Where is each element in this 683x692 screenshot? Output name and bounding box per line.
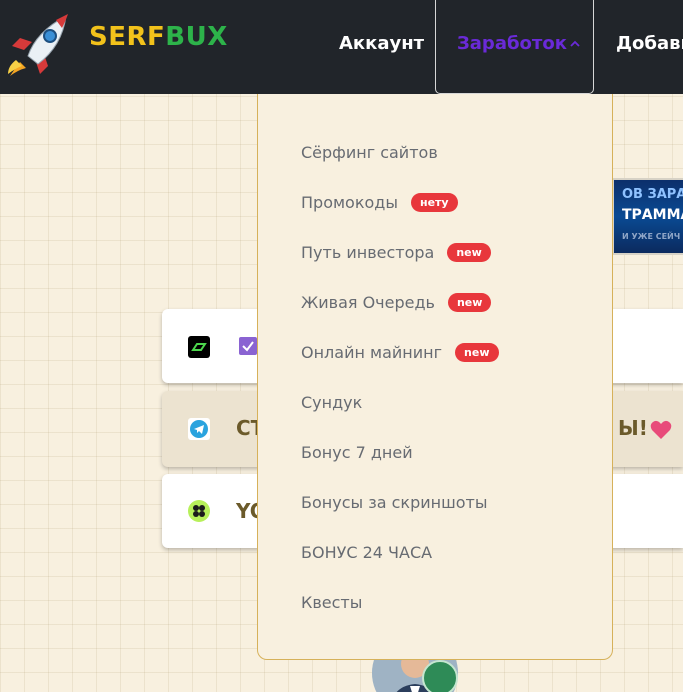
banner-line-3: И УЖЕ СЕЙЧ — [622, 232, 681, 241]
menu-item-investor-path[interactable]: Путь инвестора new — [301, 240, 491, 264]
menu-item-label: Промокоды — [301, 192, 398, 212]
menu-item-label: Живая Очередь — [301, 292, 435, 312]
menu-item-bonus-7-days[interactable]: Бонус 7 дней — [301, 440, 413, 464]
promo-banner[interactable]: ОВ ЗАРАБ ТРАММА И УЖЕ СЕЙЧ — [612, 178, 683, 255]
brand-part-bux: BUX — [165, 22, 228, 52]
nav-earn-label: Заработок — [457, 33, 567, 54]
status-badge: new — [447, 242, 491, 262]
status-badge: нету — [410, 192, 458, 212]
checkbox-icon — [239, 337, 257, 355]
nav-earn-active-frame — [435, 0, 594, 94]
menu-item-label: Сёрфинг сайтов — [301, 142, 438, 162]
clover-icon — [188, 500, 210, 522]
top-navbar: SERFBUX Аккаунт Заработок Добави — [0, 0, 683, 94]
menu-item-surfing[interactable]: Сёрфинг сайтов — [301, 140, 438, 164]
card-2-text-right-label: Ы! — [618, 416, 648, 440]
status-badge: new — [447, 292, 492, 312]
banner-line-1: ОВ ЗАРАБ — [622, 187, 683, 202]
menu-item-chest[interactable]: Сундук — [301, 390, 362, 414]
menu-item-screenshot-bonuses[interactable]: Бонусы за скриншоты — [301, 490, 487, 514]
status-badge: new — [455, 342, 499, 362]
menu-item-live-queue[interactable]: Живая Очередь new — [301, 290, 492, 314]
menu-item-online-mining[interactable]: Онлайн майнинг new — [301, 340, 499, 364]
menu-item-promocodes[interactable]: Промокоды нету — [301, 190, 458, 214]
menu-item-bonus-24h[interactable]: БОНУС 24 ЧАСА — [301, 540, 432, 564]
menu-item-label: Бонусы за скриншоты — [301, 492, 488, 512]
heart-icon — [650, 420, 672, 439]
brand-logo[interactable]: SERFBUX — [89, 22, 228, 52]
nav-add[interactable]: Добави — [616, 33, 683, 54]
menu-item-label: Сундук — [301, 392, 363, 412]
nav-earn[interactable]: Заработок — [457, 33, 580, 54]
chevron-up-icon — [570, 40, 580, 47]
brand-part-serf: SERF — [89, 22, 166, 52]
menu-item-quests[interactable]: Квесты — [301, 590, 362, 614]
nav-account[interactable]: Аккаунт — [339, 33, 425, 54]
menu-item-label: Онлайн майнинг — [301, 342, 443, 362]
menu-item-label: Путь инвестора — [301, 242, 435, 262]
link-app-icon — [188, 336, 210, 358]
menu-item-label: Бонус 7 дней — [301, 442, 413, 462]
status-badge — [422, 660, 458, 692]
card-2-text-right: Ы! — [618, 416, 672, 440]
earn-dropdown-menu: Сёрфинг сайтов Промокоды нету Путь инвес… — [257, 94, 613, 660]
telegram-icon — [188, 418, 210, 440]
rocket-icon[interactable] — [6, 10, 78, 78]
banner-line-2: ТРАММА — [622, 207, 683, 223]
menu-item-label: БОНУС 24 ЧАСА — [301, 542, 433, 562]
menu-item-label: Квесты — [301, 592, 363, 612]
